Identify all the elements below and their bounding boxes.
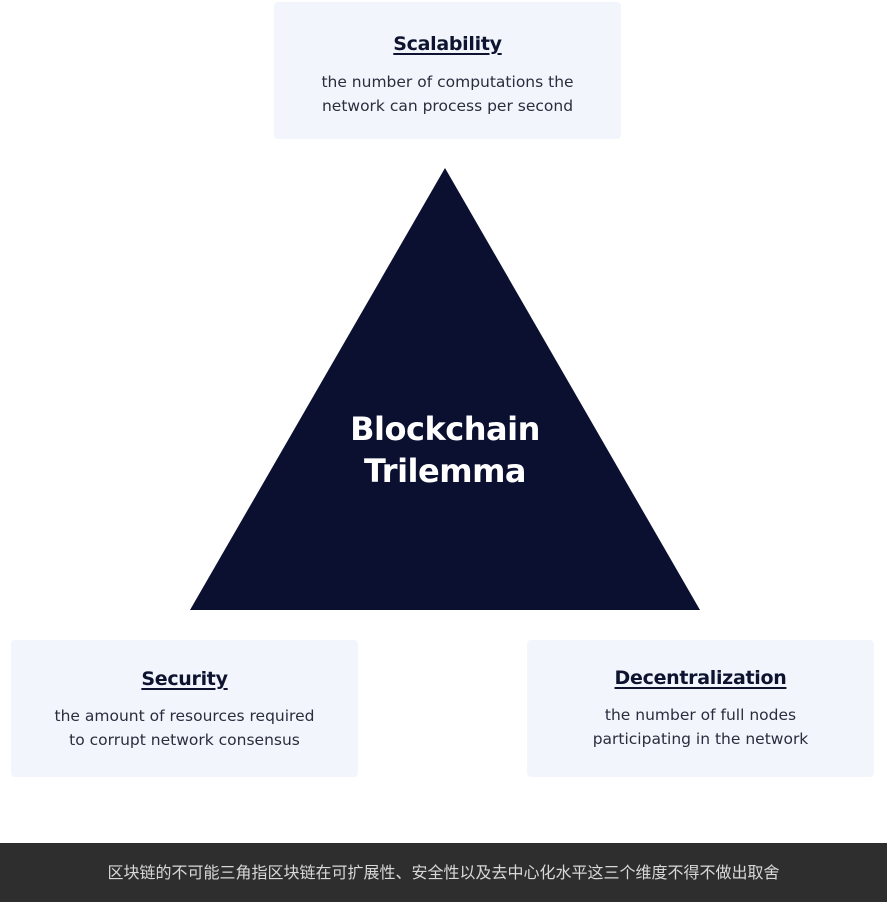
decentralization-description: the number of full nodes participating i…: [592, 706, 809, 748]
security-card: Security the amount of resources require…: [11, 640, 358, 777]
scalability-description: the number of computations the network c…: [321, 73, 574, 115]
security-description: the amount of resources required to corr…: [54, 707, 315, 749]
decentralization-title: Decentralization: [614, 667, 787, 689]
triangle-shape: [190, 168, 700, 610]
triangle-title-line2: Trilemma: [363, 452, 527, 490]
security-title: Security: [141, 668, 228, 690]
scalability-card: Scalability the number of computations t…: [274, 2, 621, 139]
image-caption: 区块链的不可能三角指区块链在可扩展性、安全性以及去中心化水平这三个维度不得不做出…: [0, 843, 887, 902]
decentralization-card: Decentralization the number of full node…: [527, 640, 874, 777]
scalability-title: Scalability: [393, 33, 502, 55]
triangle-title-line1: Blockchain: [350, 410, 540, 448]
